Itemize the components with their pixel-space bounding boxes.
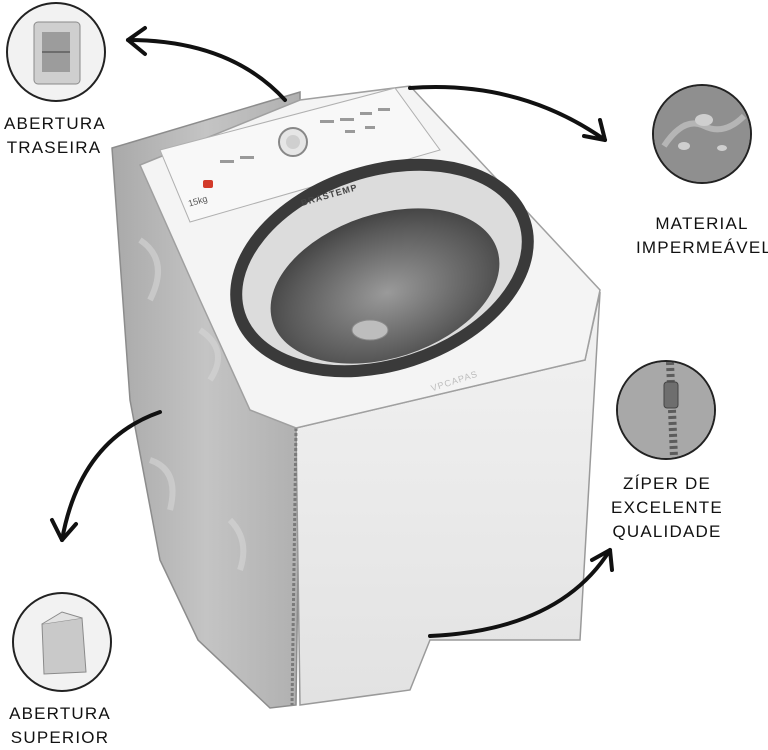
drum (270, 208, 500, 364)
zipper-photo (616, 360, 716, 460)
arrow-top-opening (60, 410, 162, 542)
arrow-waterproof (408, 85, 607, 142)
top-opening-label: ABERTURA SUPERIOR (9, 704, 111, 747)
arrow-rear-opening (126, 38, 287, 102)
rear-opening-photo (6, 2, 106, 102)
power-button (203, 180, 213, 188)
arrows (50, 26, 614, 638)
waterproof-material-photo (652, 84, 752, 184)
zipper-line (290, 427, 298, 706)
waterproof-material-label: MATERIAL IMPERMEÁVEL (636, 214, 768, 257)
top-opening-photo (12, 592, 112, 692)
arrow-zipper (428, 548, 612, 638)
zipper-label: ZÍPER DE EXCELENTE QUALIDADE (611, 474, 723, 541)
rear-opening-label: ABERTURA TRASEIRA (4, 114, 106, 157)
